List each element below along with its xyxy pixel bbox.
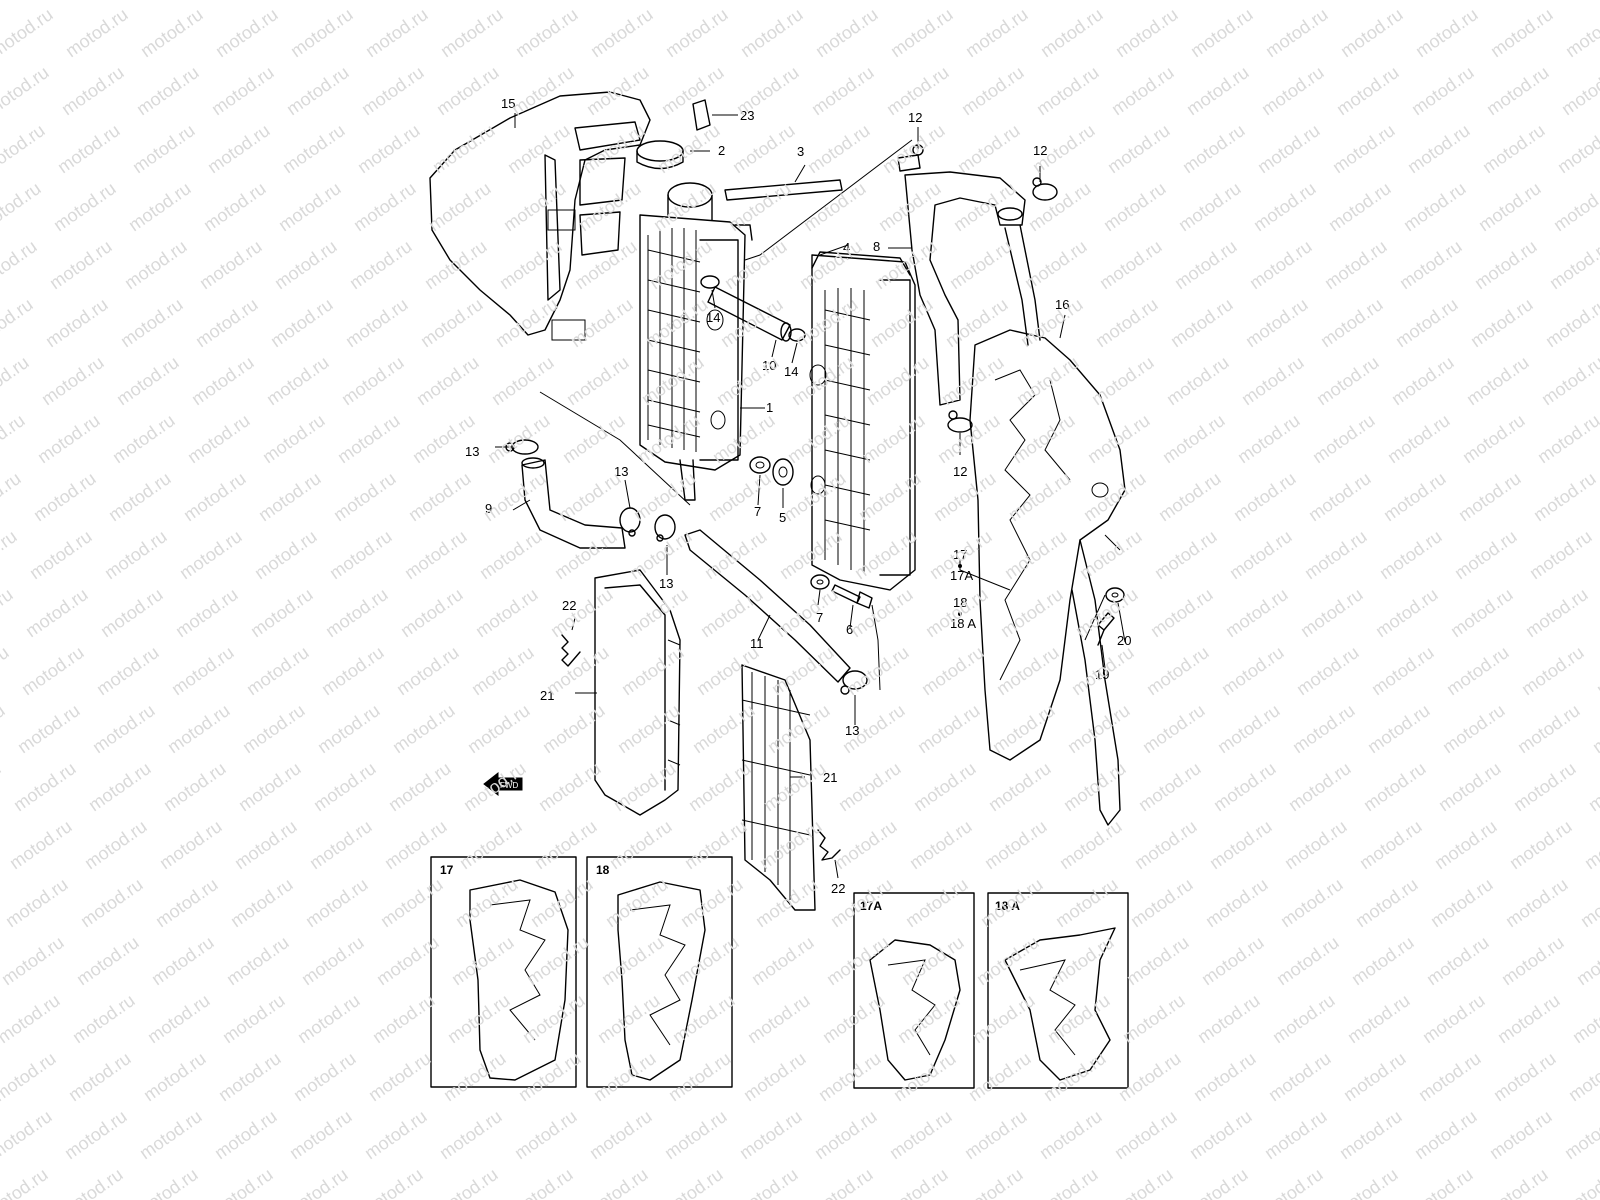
label-part-17: 17 xyxy=(953,547,967,562)
inset-18: 18 xyxy=(586,856,733,1088)
label-part-18: 18 xyxy=(953,595,967,610)
label-part-5: 5 xyxy=(779,510,786,525)
radiator-left xyxy=(639,182,753,501)
label-part-7a: 7 xyxy=(754,504,761,519)
radiator-louver-left xyxy=(594,569,681,816)
label-part-18A: 18 A xyxy=(950,616,976,631)
separator-dot xyxy=(958,564,962,568)
inset-label-18: 18 xyxy=(596,863,610,877)
label-part-23: 23 xyxy=(740,108,754,123)
fwd-label: FWD xyxy=(500,781,518,790)
clamp-13d xyxy=(840,670,868,695)
label-part-21a: 21 xyxy=(540,688,554,703)
spring-22a xyxy=(561,634,581,667)
clamp-13c xyxy=(654,514,676,542)
bolt-19 xyxy=(1097,612,1115,646)
lower-hose-long xyxy=(684,529,851,683)
fwd-arrow-icon: FWD xyxy=(483,771,523,797)
bolt-6 xyxy=(831,584,873,609)
label-part-19: 19 xyxy=(1095,667,1109,682)
label-part-3: 3 xyxy=(797,144,804,159)
clamp-14b xyxy=(788,328,806,342)
radiator-louver-right xyxy=(741,664,816,911)
label-part-4: 4 xyxy=(843,240,850,255)
label-part-1: 1 xyxy=(766,400,773,415)
inset-label-17: 17 xyxy=(440,863,454,877)
label-part-13b: 13 xyxy=(614,464,628,479)
leader-lines xyxy=(495,113,1126,879)
label-part-7b: 7 xyxy=(816,610,823,625)
washer-7b xyxy=(810,574,830,590)
label-part-15: 15 xyxy=(501,96,515,111)
lower-hose-left xyxy=(521,457,626,549)
label-part-11: 11 xyxy=(750,636,764,651)
label-part-20: 20 xyxy=(1117,633,1131,648)
spring-22b xyxy=(817,829,841,861)
part-labels: 1 2 3 4 5 6 7 7 8 9 10 11 12 12 12 13 13… xyxy=(465,96,1131,896)
label-part-8: 8 xyxy=(873,239,880,254)
label-part-22b: 22 xyxy=(831,881,845,896)
label-part-14a: 14 xyxy=(706,310,720,325)
short-hose xyxy=(707,286,792,342)
label-part-6: 6 xyxy=(846,622,853,637)
label-part-17A: 17A xyxy=(950,568,973,583)
label-part-13c: 13 xyxy=(659,576,673,591)
label-part-16: 16 xyxy=(1055,297,1069,312)
separator-dot xyxy=(958,612,962,616)
inset-label-17A: 17A xyxy=(860,899,882,913)
label-part-10: 10 xyxy=(762,358,776,373)
grommet-7a xyxy=(749,456,771,474)
label-part-13d: 13 xyxy=(845,723,859,738)
radiator-shroud-right xyxy=(969,329,1126,826)
label-part-22a: 22 xyxy=(562,598,576,613)
label-part-12a: 12 xyxy=(908,110,922,125)
inset-18A: 18 A xyxy=(987,892,1129,1089)
clamp-12c xyxy=(947,410,973,433)
radiator-right xyxy=(809,251,916,591)
label-part-14b: 14 xyxy=(784,364,798,379)
overflow-tube xyxy=(724,179,843,201)
clamp-12b xyxy=(1032,177,1058,201)
part-23-shape xyxy=(692,99,711,131)
inset-17A: 17A xyxy=(853,892,975,1089)
label-part-12c: 12 xyxy=(953,464,967,479)
label-part-21b: 21 xyxy=(823,770,837,785)
grommet-5 xyxy=(772,458,794,486)
clamp-12a xyxy=(897,144,924,172)
washer-20 xyxy=(1105,587,1125,603)
inset-label-18A: 18 A xyxy=(995,899,1020,913)
label-part-13a: 13 xyxy=(465,444,479,459)
clamp-14a xyxy=(700,275,720,289)
inset-17: 17 xyxy=(430,856,577,1088)
label-part-12b: 12 xyxy=(1033,143,1047,158)
radiator-cap xyxy=(636,140,684,170)
radiator-shroud-left xyxy=(429,91,651,341)
label-part-2: 2 xyxy=(718,143,725,158)
y-hose-upper xyxy=(904,171,1041,406)
label-part-9: 9 xyxy=(485,501,492,516)
